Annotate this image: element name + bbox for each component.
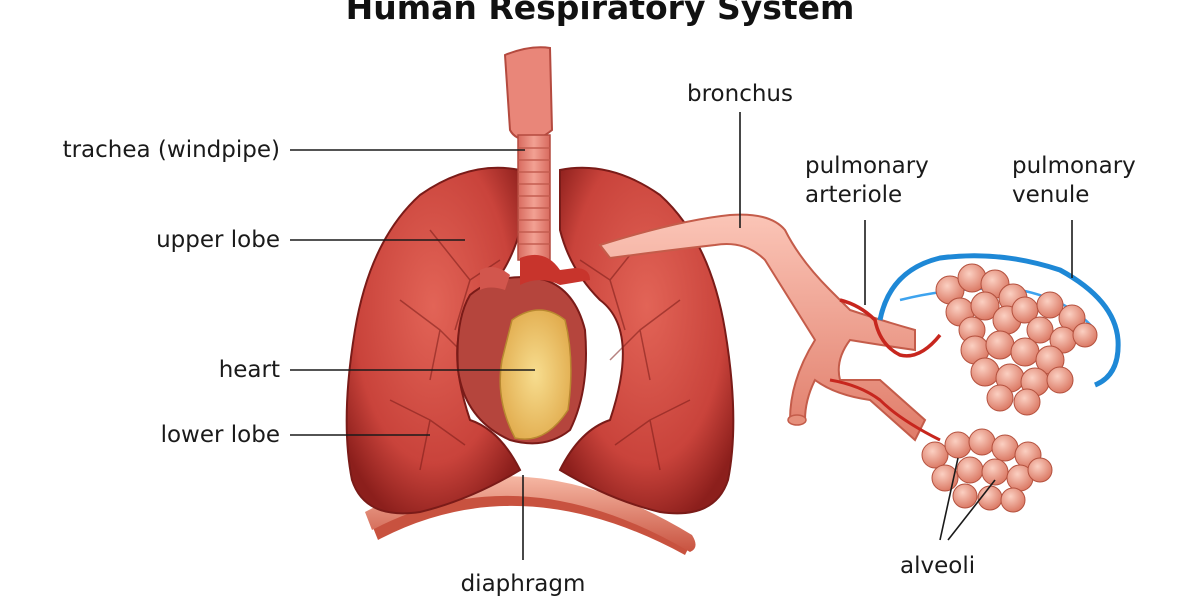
heart-shape <box>456 254 590 445</box>
trachea-shape <box>503 46 554 261</box>
leader-alveoli-2 <box>947 479 996 541</box>
right-lung <box>558 166 735 515</box>
diagram-title: Human Respiratory System <box>345 0 855 27</box>
label-pulmonary-venule: pulmonary venule <box>1012 153 1136 208</box>
label-bronchus: bronchus <box>687 81 793 107</box>
label-upper-lobe: upper lobe <box>156 227 280 253</box>
label-lower-lobe: lower lobe <box>160 422 280 448</box>
label-diaphragm: diaphragm <box>460 571 586 597</box>
alveoli-cluster-right <box>1011 291 1098 354</box>
leader-alveoli-1 <box>939 457 959 541</box>
label-trachea: trachea (windpipe) <box>62 137 280 163</box>
label-heart: heart <box>218 357 280 383</box>
leader-lines <box>290 112 1073 560</box>
label-alveoli: alveoli <box>900 553 976 579</box>
pulmonary-arteriole-vessel <box>829 298 942 442</box>
alveoli-cluster-middle <box>960 330 1074 416</box>
label-pulmonary-arteriole: pulmonary arteriole <box>805 153 929 208</box>
alveoli-cluster-bottom <box>921 428 1053 513</box>
alveoli-cluster-top <box>935 263 1028 344</box>
